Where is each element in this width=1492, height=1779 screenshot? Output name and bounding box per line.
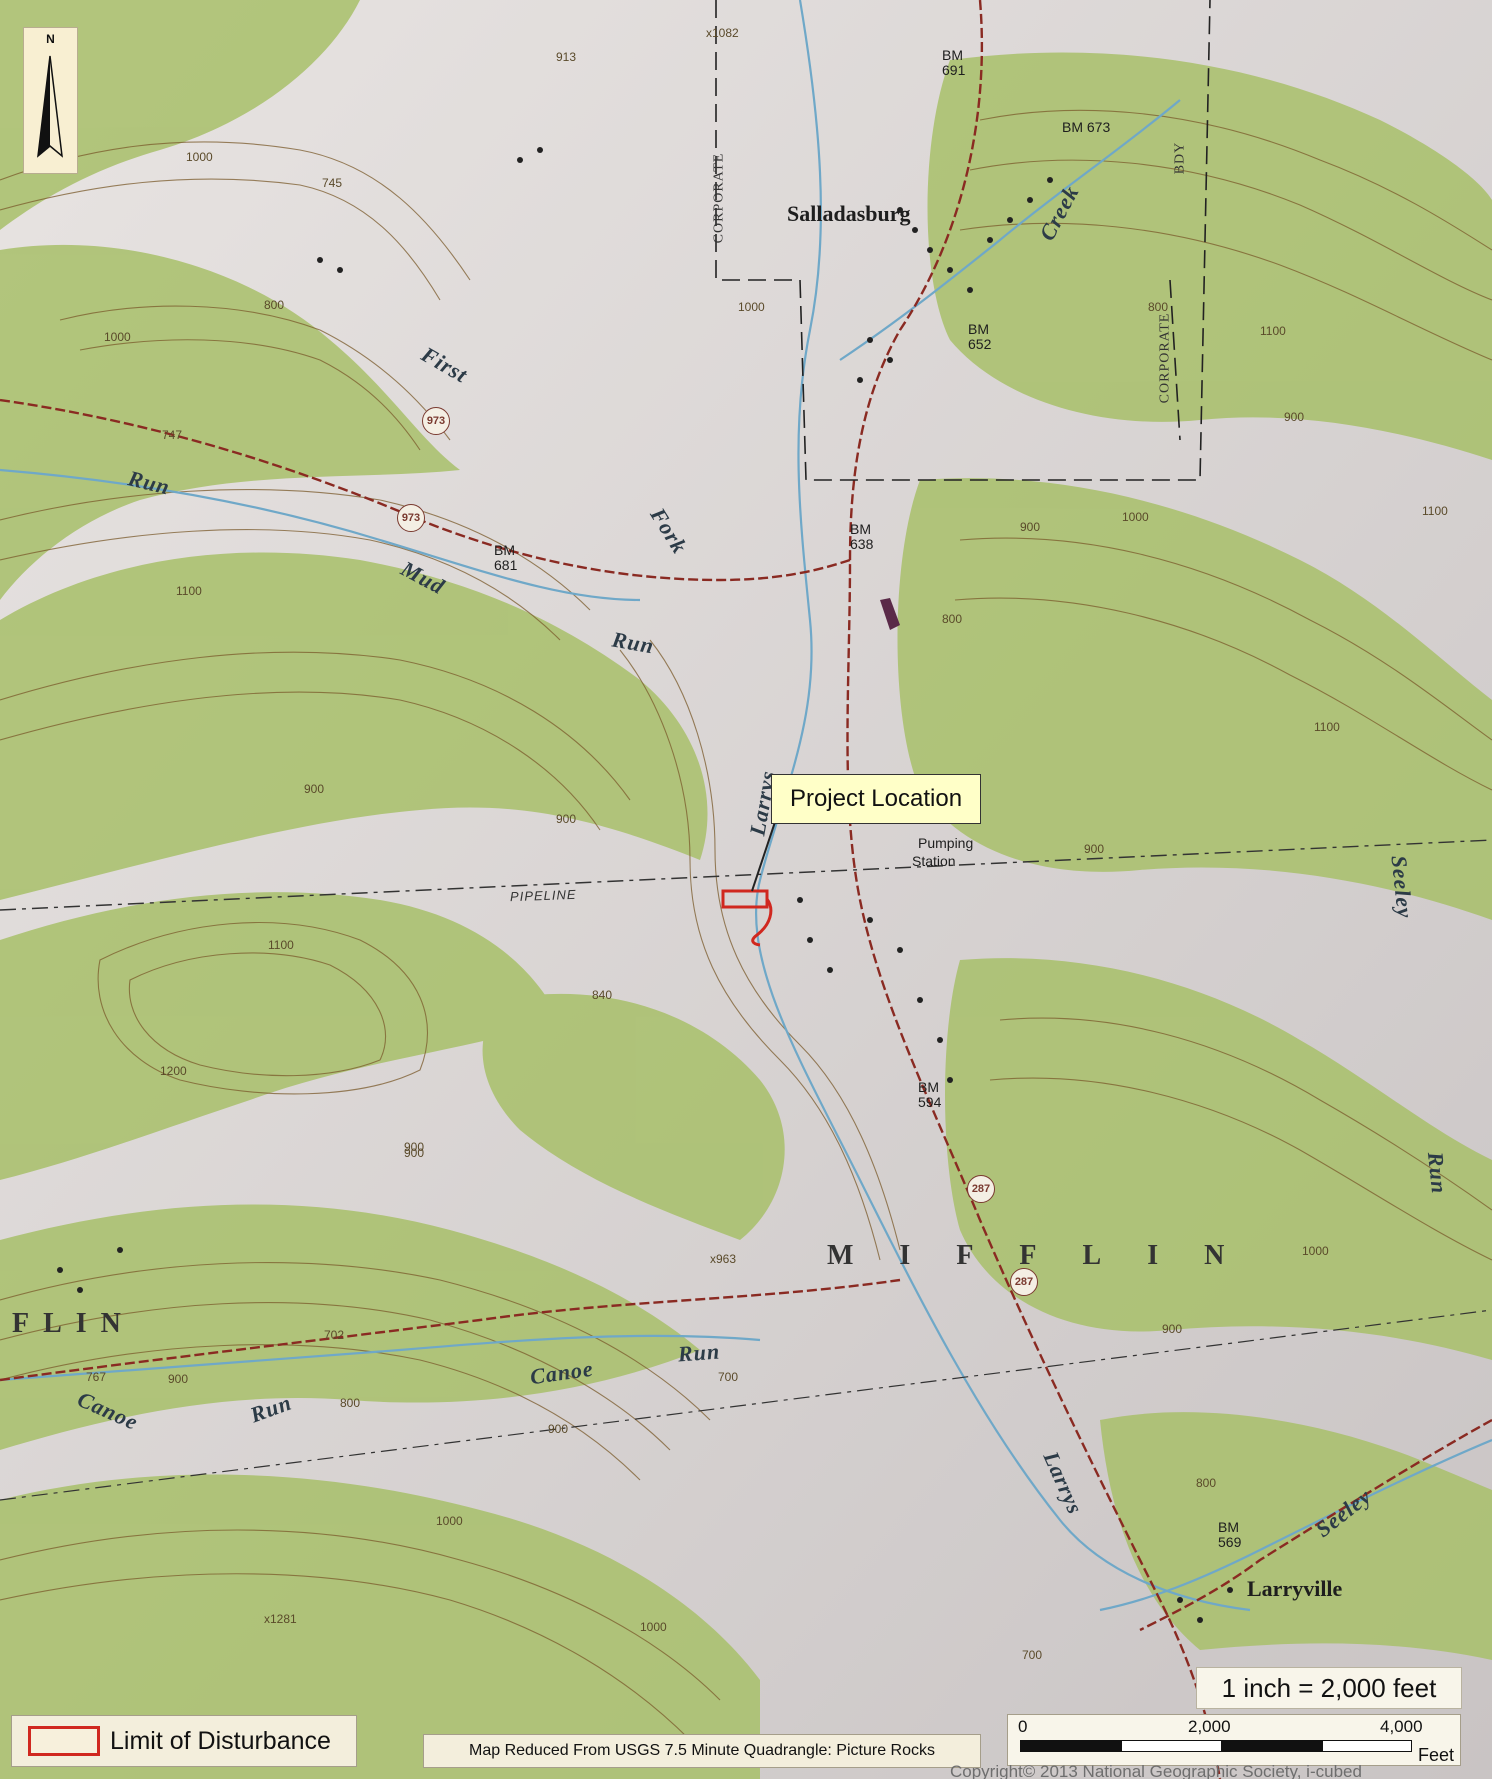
- scale-segment-1: [1020, 1740, 1121, 1752]
- contour-label: 1000: [436, 1514, 463, 1528]
- project-site-path: [751, 898, 773, 947]
- scale-units: Feet: [1417, 1745, 1454, 1765]
- north-arrow: N: [23, 27, 78, 174]
- building-dots: [57, 147, 1233, 1623]
- reservoir: [880, 598, 900, 630]
- spot-elevation-840: 840: [592, 988, 613, 1002]
- contour-label: 700: [718, 1370, 739, 1384]
- contour-label: 1100: [1422, 504, 1448, 518]
- callout-leader: [751, 821, 776, 892]
- township-mifflin-fragment: FLIN: [12, 1308, 135, 1339]
- spot-elevation-702: 702: [324, 1328, 345, 1342]
- project-location-callout[interactable]: Project Location: [771, 774, 981, 824]
- pipeline-line: [0, 839, 1492, 911]
- pumping-station-line1: Pumping: [918, 835, 974, 851]
- contour-label: 1100: [268, 938, 294, 952]
- contour-label: 1100: [1314, 720, 1340, 734]
- spot-elevation-747: 747: [162, 428, 183, 442]
- contour-label: 1000: [1302, 1244, 1329, 1258]
- spot-elevation-745: 745: [322, 176, 343, 190]
- contour-label: 900: [304, 782, 325, 796]
- legend: Limit of Disturbance: [11, 1715, 357, 1767]
- contour-label: 1000: [1122, 510, 1149, 524]
- pumping-station-line2: Station: [912, 853, 956, 869]
- contour-label: 900: [548, 1422, 569, 1436]
- north-letter: N: [46, 32, 55, 46]
- stream-label-seeley-run: Run: [1422, 1150, 1453, 1196]
- scale-tick-0: 0: [1018, 1717, 1028, 1736]
- contour-label: 800: [942, 612, 963, 626]
- route-shield-287: 287: [967, 1175, 995, 1203]
- contour-label: 800: [1148, 300, 1169, 314]
- contour-label: 1000: [738, 300, 765, 314]
- contour-label: 900: [1020, 520, 1041, 534]
- contour-label: 1100: [1260, 324, 1286, 338]
- town-larryville: Larryville: [1247, 1576, 1343, 1601]
- township-mifflin: MIFFLIN: [827, 1240, 1271, 1271]
- contour-label: 1000: [104, 330, 131, 344]
- route-shield-973: 973: [422, 407, 450, 435]
- spot-elevation-1281: x1281: [264, 1612, 297, 1626]
- contour-label: 900: [1284, 410, 1305, 424]
- boundary-label-corporate-1: CORPORATE: [711, 152, 727, 244]
- contour-label: 900: [168, 1372, 189, 1386]
- contour-label: 1200: [160, 1064, 187, 1078]
- contour-label: 1000: [640, 1620, 667, 1634]
- stream-label-canoe-run: Run: [677, 1338, 721, 1367]
- town-salladasburg: Salladasburg: [787, 201, 911, 226]
- spot-elevation-767: 767: [86, 1370, 107, 1384]
- north-arrow-icon: [37, 55, 63, 158]
- scale-tick-2000: 2,000: [1188, 1717, 1231, 1736]
- boundary-lines: [715, 0, 1211, 481]
- contour-label: 800: [1196, 1476, 1217, 1490]
- spot-elevation-963: x963: [710, 1252, 737, 1266]
- contour-label: 900: [1084, 842, 1105, 856]
- contour-label: 900: [404, 1146, 425, 1160]
- contour-label: 800: [264, 298, 285, 312]
- scale-bar: 0 2,000 4,000 Feet: [1007, 1714, 1461, 1766]
- contour-label: 900: [1162, 1322, 1183, 1336]
- benchmark-673: BM 673: [1062, 119, 1111, 135]
- scale-segment-3: [1222, 1740, 1322, 1752]
- route-shield-973: 973: [397, 504, 425, 532]
- contour-label: 900: [556, 812, 577, 826]
- contour-lines: [0, 109, 1492, 1741]
- scale-ratio: 1 inch = 2,000 feet: [1196, 1667, 1462, 1709]
- contour-label: 1000: [186, 150, 213, 164]
- scale-tick-4000: 4,000: [1380, 1717, 1423, 1736]
- contour-label: 700: [1022, 1648, 1043, 1662]
- contour-label: 800: [340, 1396, 361, 1410]
- spot-elevation-913: 913: [556, 50, 577, 64]
- source-note: Map Reduced From USGS 7.5 Minute Quadran…: [423, 1734, 981, 1768]
- route-shield-287: 287: [1010, 1268, 1038, 1296]
- legend-label: Limit of Disturbance: [110, 1726, 331, 1755]
- scale-segment-4: [1322, 1740, 1412, 1752]
- transmission-line: [0, 1309, 1492, 1501]
- contour-label: 900: [404, 1140, 425, 1154]
- boundary-label-bdy: BDY: [1172, 141, 1188, 175]
- pipeline-label: PIPELINE: [509, 886, 577, 905]
- copyright: Copyright© 2013 National Geographic Soci…: [950, 1762, 1362, 1779]
- spot-elevation-1082: x1082: [706, 26, 739, 40]
- streams: [0, 0, 1492, 1612]
- boundary-label-corporate-2: CORPORATE: [1157, 312, 1173, 404]
- contour-label: 1100: [176, 584, 202, 598]
- legend-swatch-limit-of-disturbance: [28, 1726, 100, 1756]
- scale-segment-2: [1121, 1740, 1222, 1752]
